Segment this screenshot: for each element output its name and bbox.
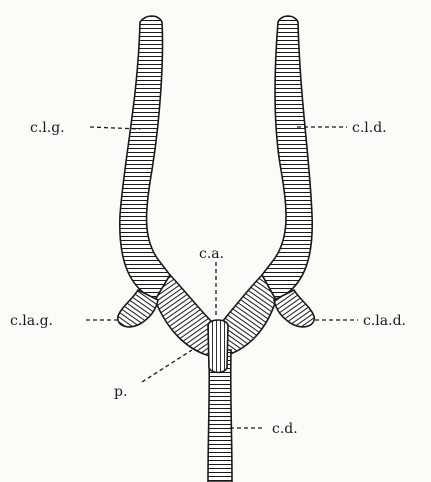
left-lateral-canal <box>120 16 170 300</box>
label-p: p. <box>114 384 127 400</box>
right-lateral-canal <box>262 16 312 300</box>
label-clad: c.la.d. <box>363 313 406 329</box>
label-ca: c.a. <box>199 246 224 262</box>
label-clg: c.l.g. <box>30 120 65 136</box>
left-lower-arm <box>155 275 212 356</box>
leader-p <box>142 350 192 382</box>
label-cd: c.d. <box>272 421 298 437</box>
label-clag: c.la.g. <box>10 313 53 329</box>
label-cld: c.l.d. <box>352 120 387 136</box>
central-canal <box>208 320 228 373</box>
right-lower-arm <box>222 275 276 356</box>
